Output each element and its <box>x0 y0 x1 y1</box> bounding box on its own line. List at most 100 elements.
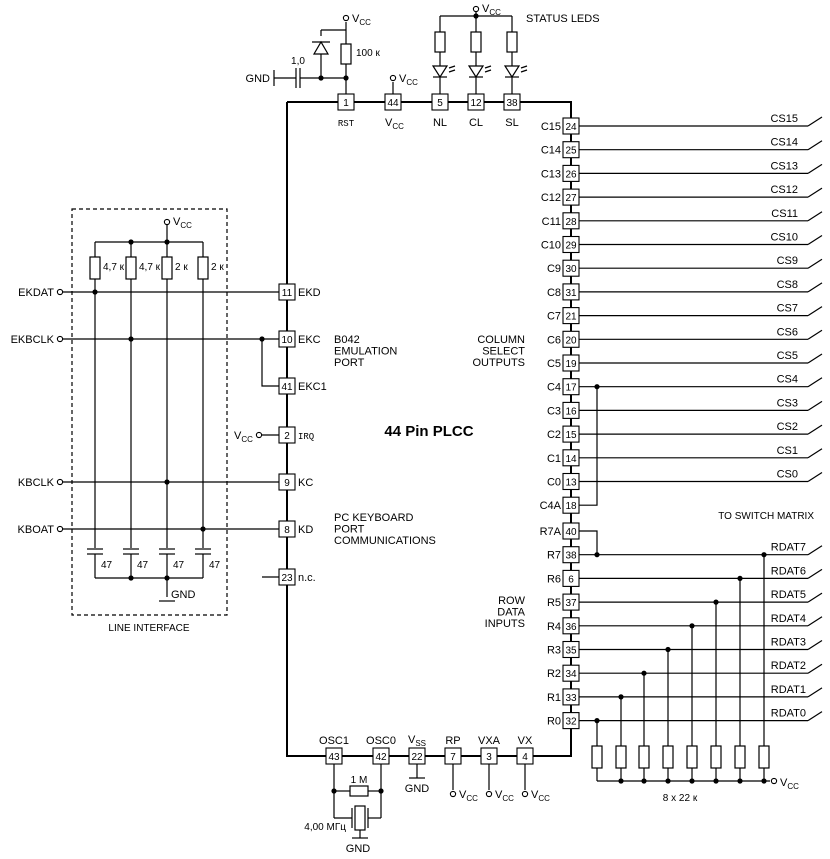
pull-down-resistor <box>734 745 746 769</box>
vcc-terminal <box>255 431 263 439</box>
led-icon <box>503 65 521 79</box>
vcc-terminal <box>472 5 480 13</box>
pin-number: 31 <box>565 288 577 299</box>
pin-row-label: R4 <box>547 621 561 633</box>
pull-up-resistor <box>125 256 137 280</box>
pin-bottom-3 <box>480 747 498 765</box>
pin-left-23 <box>278 568 296 586</box>
wire <box>261 339 279 387</box>
pin-left-8 <box>278 520 296 538</box>
pin-top-12 <box>467 93 485 111</box>
pin-row-label: R2 <box>547 668 561 680</box>
led-icon <box>467 65 485 79</box>
row-output-label: RDAT1 <box>771 684 806 696</box>
label-sub: CC <box>359 18 371 27</box>
pin-top-label: VCC <box>385 117 404 131</box>
pin-row-34 <box>562 664 580 682</box>
junction-dot <box>473 13 479 19</box>
signal-label: EKDAT <box>18 287 54 299</box>
column-output-label: CS5 <box>777 350 798 362</box>
label-sub: CC <box>241 435 253 444</box>
pin-col-label: C4 <box>547 382 561 394</box>
pin-row-36 <box>562 617 580 635</box>
pin-col-label: C13 <box>541 168 561 180</box>
pin-top-38 <box>503 93 521 111</box>
junction-dot <box>641 670 647 676</box>
pin-bottom-label: RP <box>445 735 460 747</box>
signal-terminal <box>56 525 64 533</box>
pin-left-2 <box>278 426 296 444</box>
pull-up-resistor <box>89 256 101 280</box>
vcc-terminal <box>389 74 397 82</box>
group-label: B042 <box>334 334 360 346</box>
group-label: OUTPUTS <box>472 357 525 369</box>
pin-number: 12 <box>470 98 482 109</box>
pin-number: 24 <box>565 122 577 133</box>
vcc-terminal <box>449 790 457 798</box>
pin-number: 23 <box>281 573 293 584</box>
pin-number: 27 <box>565 193 577 204</box>
osc-resistor <box>349 785 369 797</box>
pin-number: 44 <box>387 98 399 109</box>
label-main: V <box>495 789 503 801</box>
group-label: COMMUNICATIONS <box>334 535 436 547</box>
pin-row-label: R0 <box>547 716 561 728</box>
junction-dot <box>665 778 671 784</box>
reset-resistor <box>340 43 352 65</box>
pin-number: 34 <box>565 669 577 680</box>
column-output-label: CS4 <box>777 374 798 386</box>
led-ray <box>484 69 492 73</box>
pin-bottom-label: VX <box>518 735 533 747</box>
bus-entry <box>807 377 823 388</box>
pin-bottom-22 <box>408 747 426 765</box>
pin-left-label: KD <box>298 524 313 536</box>
bus-entry <box>807 424 823 435</box>
osc-res-value: 1 M <box>351 775 368 786</box>
gnd-label: GND <box>246 73 271 85</box>
column-output-label: CS13 <box>770 160 798 172</box>
cap-value: 47 <box>209 560 221 571</box>
pin-col-29 <box>562 235 580 254</box>
led-resistor <box>506 31 518 53</box>
bus-entry <box>807 448 823 459</box>
bus-entry <box>807 592 823 603</box>
pin-number: 28 <box>565 217 577 228</box>
pin-left-10 <box>278 330 296 348</box>
pull-down-resistor <box>662 745 674 769</box>
led-ray <box>520 65 528 69</box>
signal-terminal <box>56 288 64 296</box>
pin-col-label: C3 <box>547 405 561 417</box>
pin-row-40 <box>562 522 580 540</box>
row-output-label: RDAT5 <box>771 589 806 601</box>
column-output-label: CS0 <box>777 469 798 481</box>
junction-dot <box>737 778 743 784</box>
pin-col-17 <box>562 378 580 396</box>
pin-number: 21 <box>565 312 577 323</box>
junction-dot <box>761 778 767 784</box>
pin-col-label: C10 <box>541 240 561 252</box>
bus-entry <box>807 711 823 722</box>
pull-down-resistor <box>758 745 770 769</box>
row-res-value: 8 x 22 к <box>663 793 698 804</box>
pin-col-24 <box>562 117 580 135</box>
pin-row-label: R6 <box>547 573 561 585</box>
pin-col-label: C7 <box>547 311 561 323</box>
bus-entry <box>807 471 823 483</box>
bus-entry <box>807 211 823 222</box>
vcc-label: VCC <box>482 3 501 17</box>
row-output-label: RDAT4 <box>771 613 806 625</box>
pin-number: 29 <box>565 241 577 252</box>
group-label: PORT <box>334 357 365 369</box>
pin-col-20 <box>562 330 580 348</box>
column-output-label: CS2 <box>777 421 798 433</box>
line-interface-label: LINE INTERFACE <box>108 623 189 634</box>
bus-entry <box>807 258 823 269</box>
led-resistor <box>434 31 446 53</box>
pull-up-res-value: 4,7 к <box>103 262 125 273</box>
label-main: V <box>352 13 360 25</box>
pin-col-25 <box>562 141 580 159</box>
vcc-terminal <box>485 790 493 798</box>
pin-number: 37 <box>565 598 577 609</box>
junction-dot <box>594 384 600 390</box>
